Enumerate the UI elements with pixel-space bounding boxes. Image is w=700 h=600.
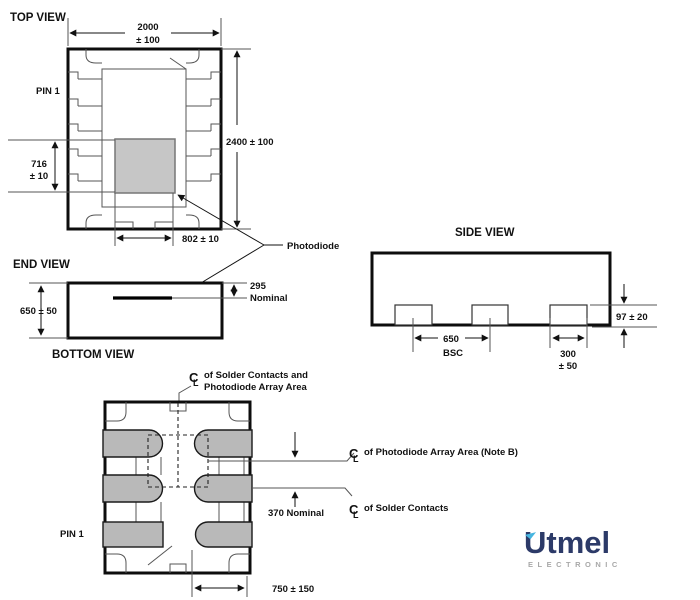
solder-contact — [193, 474, 253, 503]
die-outline — [101, 68, 187, 208]
dim-pitch-value: 650 — [443, 334, 459, 345]
cl-solder-label: of Solder Contacts — [364, 503, 448, 514]
chamfer-line — [169, 57, 187, 70]
pad-outlines — [105, 402, 250, 573]
end-view-title: END VIEW — [13, 259, 70, 271]
leader-line — [177, 194, 265, 246]
cl-top-label-line2: Photodiode Array Area — [204, 382, 307, 393]
leader-line — [178, 385, 192, 403]
bottom-view: BOTTOM VIEW C L of Solder Contacts and P… — [52, 349, 518, 597]
dim-height-value: 650 ± 50 — [20, 306, 57, 317]
dim-750: 750 ± 150 — [191, 550, 314, 597]
centerline-photodiode: C L of Photodiode Array Area (Note B) — [208, 432, 518, 464]
pin1-label-bottom-view: PIN 1 — [60, 529, 84, 540]
leader-line — [252, 487, 353, 497]
top-view-title: TOP VIEW — [10, 12, 66, 24]
centerline-symbol: C — [189, 370, 199, 385]
dim-contact-width-value: 300 — [560, 349, 576, 360]
centerline-symbol: L — [353, 454, 359, 464]
centerline-top-label: C L of Solder Contacts and Photodiode Ar… — [178, 370, 308, 403]
dim-pitch-unit: BSC — [443, 348, 463, 359]
top-view: TOP VIEW 2000 ± 100 — [8, 12, 273, 246]
solder-contacts — [102, 429, 253, 548]
dim-gap-value: 370 Nominal — [268, 508, 324, 519]
dim-offset-value: 750 ± 150 — [272, 584, 314, 595]
bottom-view-title: BOTTOM VIEW — [52, 349, 134, 361]
solder-contact-pin1 — [102, 521, 164, 548]
pin1-label-top-view: PIN 1 — [36, 86, 60, 97]
dim-pd-width-value: 802 ± 10 — [182, 234, 219, 245]
utmel-logo: Utmel ELECTRONIC — [524, 525, 674, 584]
dim-pd-height-value: 716 — [31, 159, 47, 170]
dim-text-mask — [438, 331, 465, 344]
centerline-solder: C L of Solder Contacts 370 Nominal — [252, 487, 448, 520]
dim-contact-width-tol: ± 50 — [559, 361, 577, 372]
photodiode-area — [114, 138, 176, 194]
leads-right — [186, 49, 221, 229]
cl-top-label-line1: of Solder Contacts and — [204, 370, 308, 381]
leader-line — [208, 452, 355, 462]
photodiode-label: Photodiode — [287, 241, 339, 252]
side-view-title: SIDE VIEW — [455, 227, 515, 239]
dim-pd-offset-value: 295 — [250, 281, 267, 292]
dim-pd-height-tol: ± 10 — [30, 171, 48, 182]
solder-contact — [549, 304, 588, 326]
dim-contact-height-value: 97 ± 20 — [616, 312, 648, 323]
dim-width-tol: ± 100 — [136, 35, 160, 46]
package-outline — [66, 281, 224, 340]
end-view: END VIEW 295 Nominal 650 ± 50 — [13, 259, 287, 340]
cl-photodiode-label: of Photodiode Array Area (Note B) — [364, 447, 518, 458]
dim-height-value: 2400 ± 100 — [226, 137, 273, 148]
solder-contact — [102, 474, 164, 503]
centerline-symbol: L — [353, 510, 359, 520]
centerline-symbol: C — [349, 446, 359, 461]
dim-pd-offset-unit: Nominal — [250, 293, 287, 304]
side-view: SIDE VIEW 650 BSC 300 ± 50 97 ± 20 — [370, 227, 657, 372]
solder-contact — [194, 521, 253, 548]
leads-left — [68, 49, 102, 229]
solder-contact — [193, 429, 253, 458]
centerline-symbol: L — [193, 378, 199, 388]
brand-tagline: ELECTRONIC — [528, 560, 622, 569]
dim-width-value: 2000 — [137, 22, 158, 33]
centerline-symbol: C — [349, 502, 359, 517]
solder-contact — [102, 429, 164, 458]
brand-name: Utmel — [524, 525, 611, 560]
